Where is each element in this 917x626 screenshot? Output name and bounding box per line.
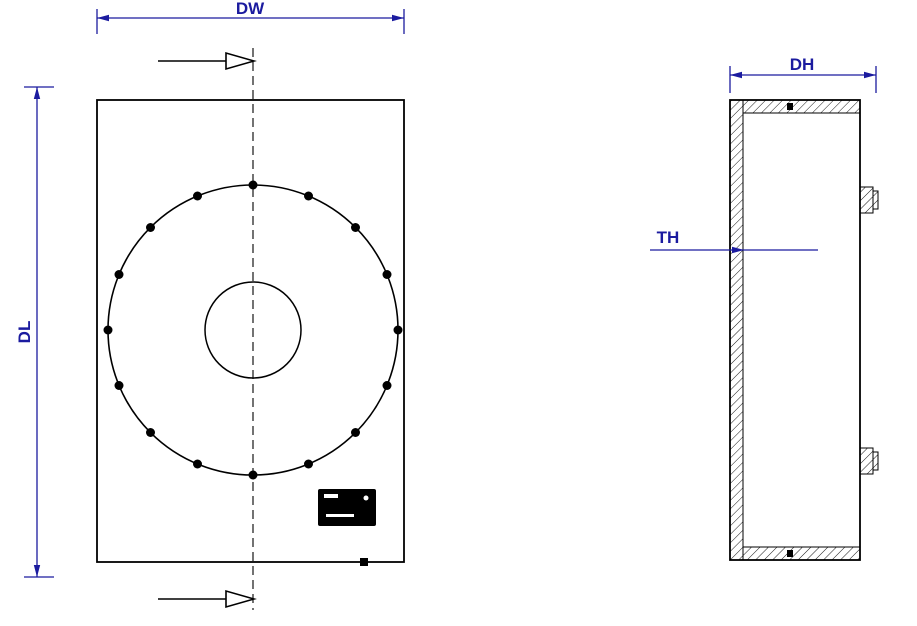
spigot-flange-top [859, 186, 879, 214]
rating-plate [318, 489, 376, 526]
dimension-th: TH [650, 228, 818, 254]
left-wall-section [729, 99, 744, 561]
bolt-hole [304, 191, 313, 201]
rating-plate-line-mark [326, 514, 354, 517]
dimension-dl: DL [15, 86, 54, 578]
dimension-arrow-icon [392, 14, 404, 22]
flange-lip [872, 190, 879, 210]
bolt-hole [382, 381, 392, 390]
top-fitting-dot [787, 103, 793, 110]
dimension-arrow-icon [33, 87, 41, 99]
bolt-hole [114, 270, 124, 279]
flow-arrow-icon [225, 51, 257, 71]
flow-arrow-bottom [158, 589, 257, 609]
bolt-hole [382, 270, 392, 279]
dimension-dh: DH [729, 55, 877, 93]
front-view [96, 48, 405, 610]
dimension-arrow-icon [730, 71, 742, 79]
dim-label-dw: DW [236, 0, 265, 18]
dim-label-th: TH [657, 228, 680, 247]
side-view [729, 99, 879, 561]
flange-section [859, 186, 874, 214]
dimension-dw: DW [96, 0, 405, 34]
front-panel-outline [96, 99, 405, 563]
rating-plate-dot [363, 495, 369, 501]
bolt-hole [193, 459, 202, 469]
flow-arrow-top [158, 51, 257, 71]
bottom-fitting-dot [360, 558, 368, 566]
flange-section [859, 447, 874, 475]
dim-label-dh: DH [790, 55, 815, 74]
duct-opening-circle [204, 281, 302, 379]
bolt-hole [146, 428, 155, 437]
bolt-hole [304, 459, 313, 469]
bolt-hole [351, 223, 360, 232]
side-outline [729, 99, 861, 561]
dimension-arrow-icon [33, 565, 41, 577]
flow-arrow-icon [225, 589, 257, 609]
dim-label-dl: DL [15, 321, 34, 344]
bolt-hole [351, 428, 360, 437]
dimension-arrow-icon [864, 71, 876, 79]
bottom-fitting-dot [787, 550, 793, 557]
bolt-hole [114, 381, 124, 390]
rating-plate-text-mark [324, 494, 338, 498]
bolt-hole [248, 470, 258, 480]
flange-lip [872, 451, 879, 471]
spigot-flange-bottom [859, 447, 879, 475]
bolt-hole [103, 325, 113, 335]
bolt-hole [193, 191, 202, 201]
bottom-wall-section [742, 546, 861, 561]
bolt-hole [248, 180, 258, 190]
bolt-holes [103, 180, 403, 480]
bolt-hole [146, 223, 155, 232]
bolt-hole [393, 325, 403, 335]
dimension-arrow-icon [97, 14, 109, 22]
dimension-arrow-icon [732, 246, 744, 254]
top-wall-section [742, 99, 861, 114]
